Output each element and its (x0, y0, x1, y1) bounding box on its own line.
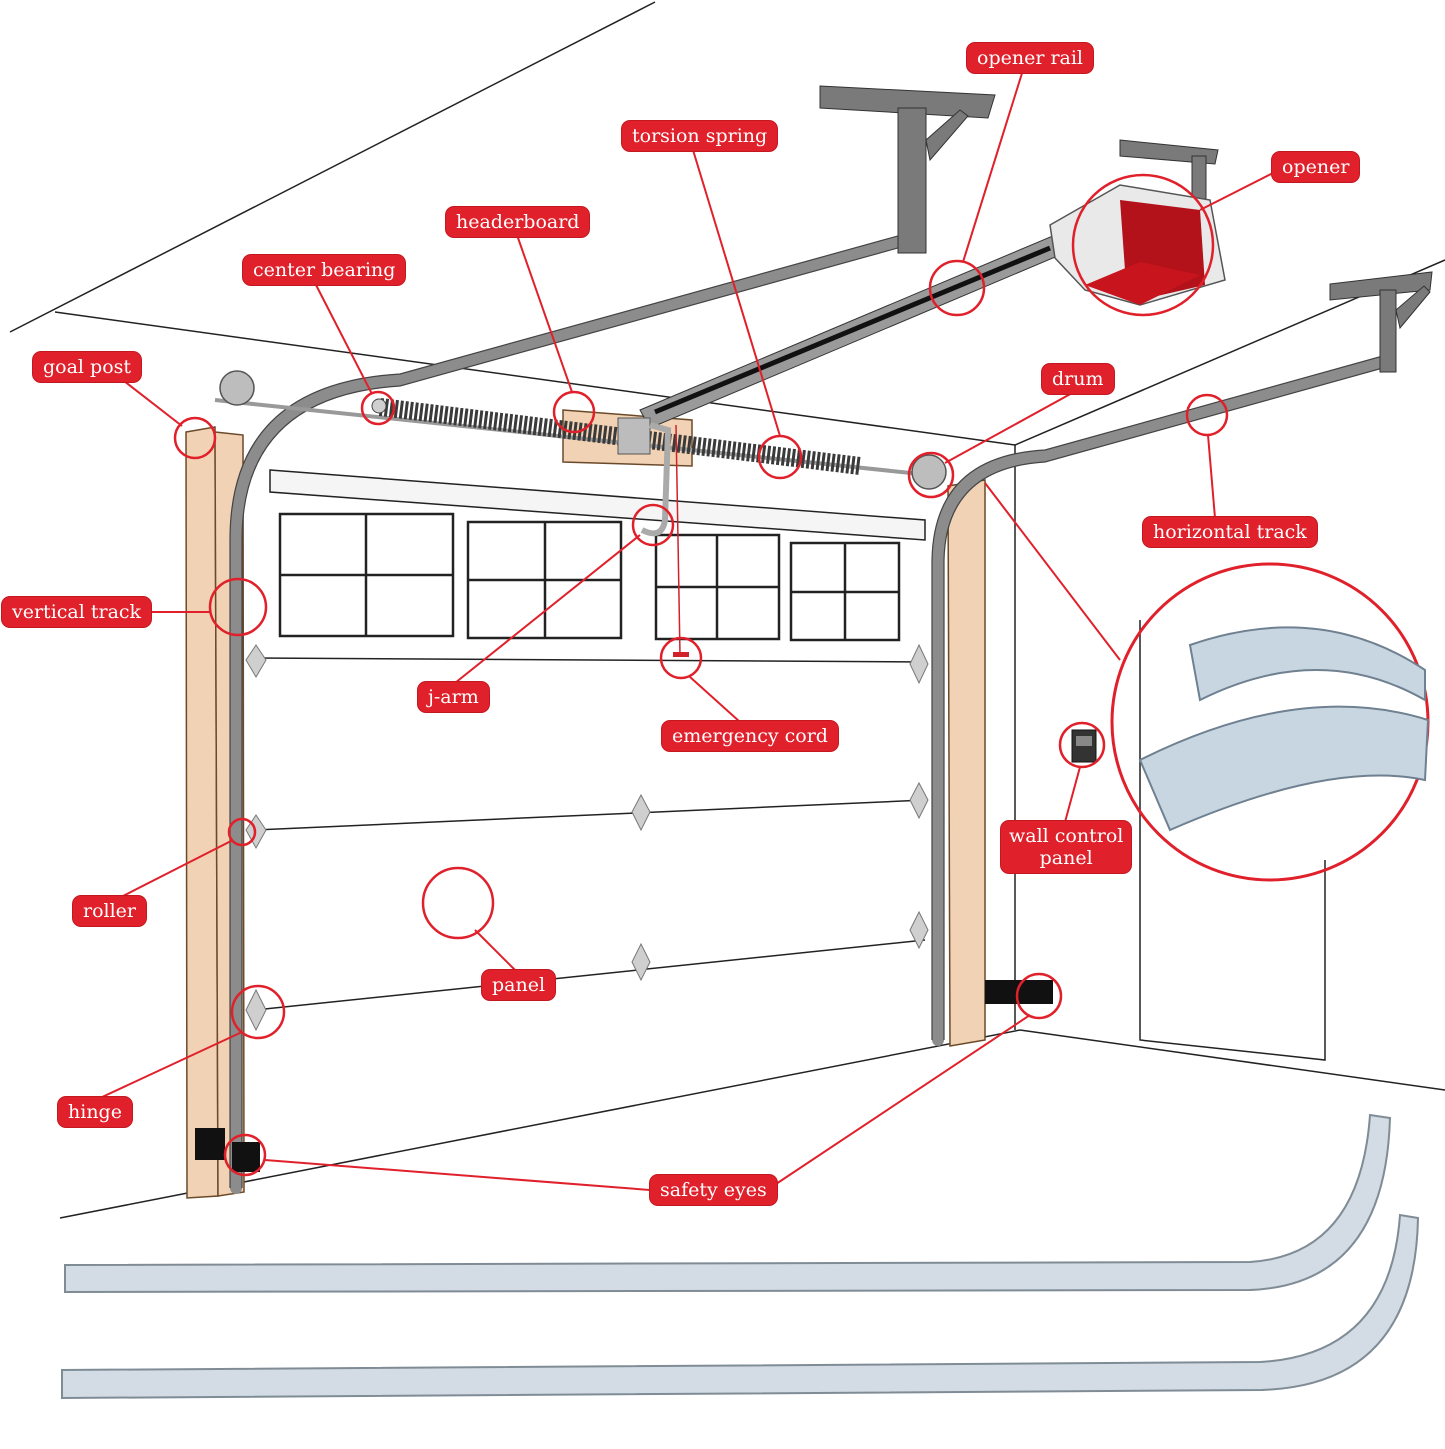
tracks (230, 234, 1396, 1194)
torsion-shaft (214, 370, 947, 657)
headerboard-label: headerboard (446, 207, 590, 237)
horizontal-track-label: horizontal track (1143, 517, 1317, 547)
opener-rail-label: opener rail (967, 43, 1094, 73)
product-rails (61, 1113, 1420, 1400)
torsion-spring-label: torsion spring (622, 121, 778, 151)
wall-control-device (1071, 729, 1097, 763)
door-windows (278, 512, 901, 642)
safety-eye-devices (195, 980, 1053, 1172)
tracks-outline (229, 233, 1391, 1188)
center-bearing-label: center bearing (243, 255, 406, 285)
door-hinges (245, 643, 929, 1032)
callout-lines (99, 69, 1276, 1191)
panel-label: panel (482, 970, 556, 1000)
roller-label: roller (73, 896, 147, 926)
emergency-cord-label: emergency cord (662, 721, 838, 751)
door (254, 469, 926, 1011)
goal-post-label: goal post (33, 352, 142, 382)
drum-label: drum (1042, 364, 1114, 394)
j-arm-label: j-arm (418, 682, 489, 712)
opener-rail-shape (639, 234, 1061, 429)
wall-control-panel-label: wall control panel (1001, 821, 1132, 873)
hinge-label: hinge (58, 1097, 132, 1127)
safety-eyes-label: safety eyes (650, 1175, 777, 1205)
opener-body (1049, 184, 1226, 306)
opener-label: opener (1272, 152, 1360, 182)
ceiling-hangers (819, 85, 1433, 373)
track-zoom-inset (1138, 626, 1430, 832)
vertical-track-label: vertical track (2, 597, 152, 627)
